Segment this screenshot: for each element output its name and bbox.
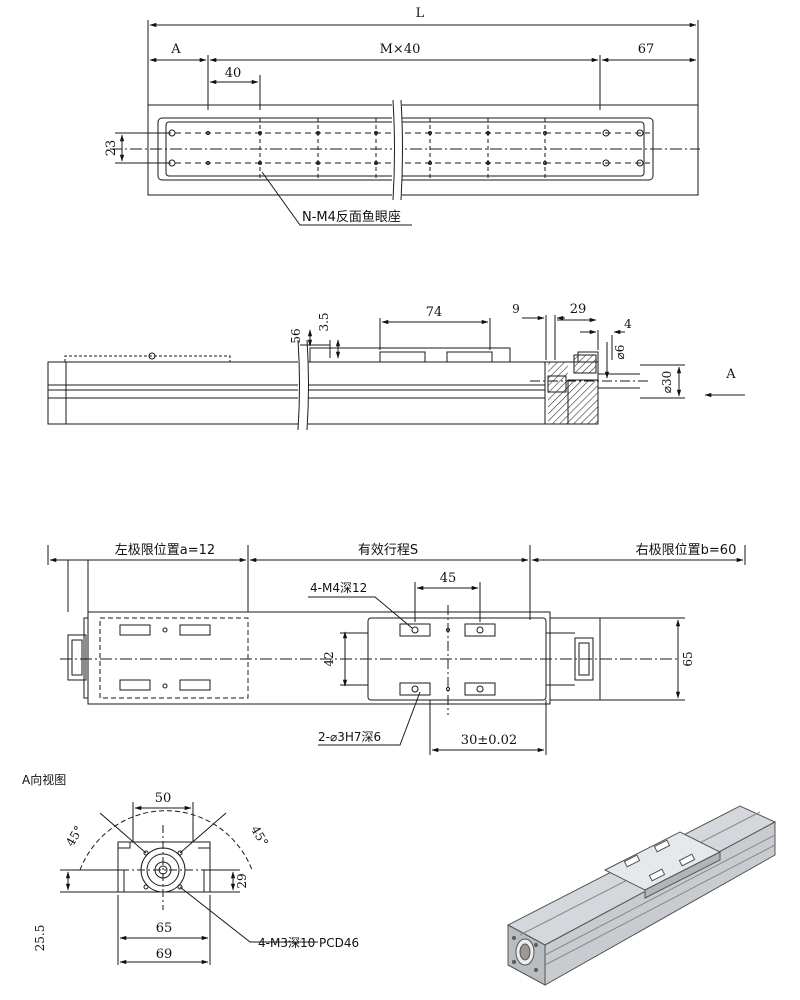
note-m3: 4-M3深10 PCD46 xyxy=(258,936,359,950)
dim-42: 42 xyxy=(322,651,336,666)
dim-40: 40 xyxy=(225,66,242,81)
right-limit-label: 右极限位置b=60 xyxy=(636,543,737,558)
dim-74: 74 xyxy=(426,305,443,320)
top-view xyxy=(110,20,700,226)
angle-left: 45° xyxy=(63,823,86,848)
arrow-A-label: A xyxy=(725,367,736,382)
dim-phi30: ⌀30 xyxy=(660,371,674,394)
note-m4: 4-M4深12 xyxy=(310,581,367,595)
left-limit-label: 左极限位置a=12 xyxy=(115,543,215,558)
dim-3-5: 3.5 xyxy=(317,312,331,331)
dim-9: 9 xyxy=(512,302,520,316)
note-fisheye: N-M4反面鱼眼座 xyxy=(302,209,401,225)
plan-view xyxy=(47,545,746,755)
dim-29: 29 xyxy=(570,302,587,317)
dim-25-5: 25.5 xyxy=(33,925,47,952)
dim-pitch: M×40 xyxy=(380,42,421,57)
dim-30: 30±0.02 xyxy=(461,733,517,748)
dim-50: 50 xyxy=(155,791,172,806)
dim-56: 56 xyxy=(289,328,303,343)
note-pin: 2-⌀3H7深6 xyxy=(318,730,381,744)
dim-A: A xyxy=(170,42,181,57)
a-view-title: A向视图 xyxy=(22,772,66,787)
angle-right: 45° xyxy=(248,823,271,848)
dim-65-plan: 65 xyxy=(681,651,695,666)
dim-65-a: 65 xyxy=(156,921,173,936)
dim-L: L xyxy=(416,6,425,21)
dim-4: 4 xyxy=(624,317,632,331)
dim-67: 67 xyxy=(638,42,655,57)
isometric-view xyxy=(506,805,777,986)
stroke-label: 有效行程S xyxy=(358,543,418,558)
dim-69: 69 xyxy=(156,947,173,962)
side-view xyxy=(47,315,745,431)
dim-phi6: ⌀6 xyxy=(613,345,627,360)
dim-45: 45 xyxy=(440,571,457,586)
a-view xyxy=(60,802,318,965)
dim-23: 23 xyxy=(104,140,119,157)
dim-29-a: 29 xyxy=(235,873,249,888)
